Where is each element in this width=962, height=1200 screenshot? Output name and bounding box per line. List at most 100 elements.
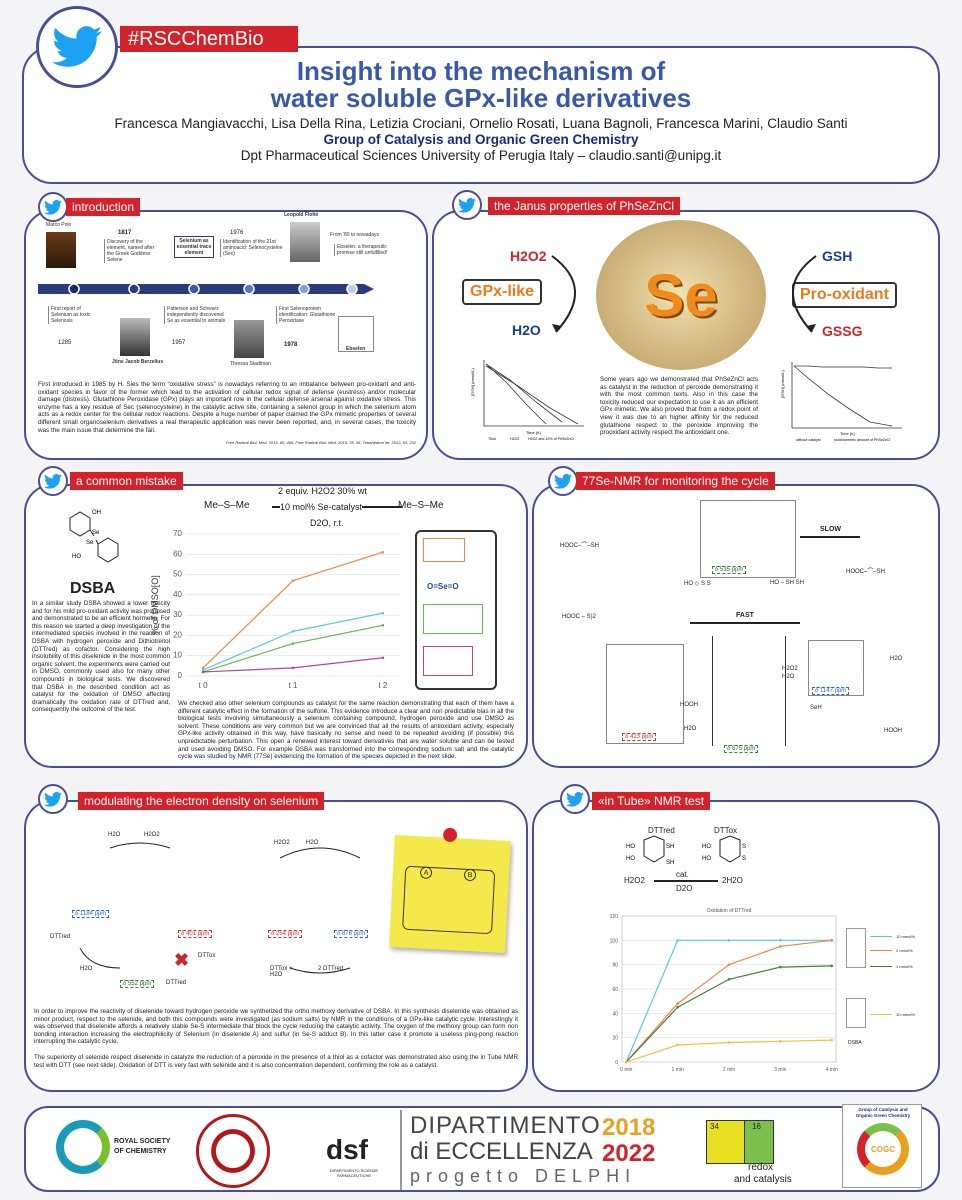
year-1285: 1285 <box>58 340 72 346</box>
label-a: A <box>419 866 433 880</box>
dipartimento-text: DIPARTIMENTO <box>410 1112 601 1139</box>
se-number: 34 <box>710 1122 719 1131</box>
data-point <box>830 1038 834 1042</box>
eccellenza-logo: DIPARTIMENTO di ECCELLENZA 2018 2022 pro… <box>400 1110 692 1190</box>
janus-h2o2: H2O2 <box>510 248 547 264</box>
janus-text: Some years ago we demonstrated that PhSe… <box>600 376 758 437</box>
intro-references: Free Radical Biol. Med. 2015, 80, 466; F… <box>226 440 416 445</box>
compound-structure <box>846 928 866 968</box>
data-point <box>676 1005 679 1009</box>
hooh-label: HOOH <box>680 702 698 708</box>
gsh-chart-right: [GSH] (mmol/L) Time (h) without catalyst… <box>780 362 902 442</box>
y-tick-label: 120 <box>610 914 619 920</box>
shift-1184: δ 1184 ppm <box>72 910 110 918</box>
cysteine-left: HOOC‒⌒‒SH <box>560 543 600 549</box>
condition-3: D2O, r.t. <box>310 518 344 528</box>
timeline-node <box>243 283 255 295</box>
dttred-label: DTTred <box>50 934 71 940</box>
section-tag-janus: the Janus properties of PhSeZnCl <box>488 197 681 215</box>
y-tick-label: 30 <box>173 610 182 619</box>
x-tick-label: t 0 <box>199 681 208 690</box>
ses-logo: 34 16 redox and catalysis <box>704 1116 794 1186</box>
dttox-label: DTTox <box>714 826 738 835</box>
tube-cat: cat. <box>676 870 689 879</box>
legend-swatch <box>870 1013 892 1016</box>
year-1976: 1976 <box>230 230 244 236</box>
data-point <box>291 666 295 670</box>
twitter-icon <box>548 466 578 496</box>
catalyst-swatch <box>423 604 483 634</box>
twitter-icon <box>38 192 68 222</box>
h2o-label: H2O <box>782 674 795 680</box>
dtt-ox-label: DTTox <box>198 953 216 959</box>
data-point <box>727 1041 731 1044</box>
h2o2-label: H2O2 <box>274 840 290 846</box>
cogc-ring-icon: COGC <box>857 1123 909 1175</box>
ebselen-label: Ebselen <box>346 346 366 352</box>
redox-text: redox <box>748 1162 774 1173</box>
data-point <box>676 939 679 942</box>
catalyst-legend-box: O=Se=O <box>415 530 497 690</box>
x-tick-label: t 2 <box>378 681 387 690</box>
tube-arrow <box>654 880 718 882</box>
data-point <box>291 579 295 582</box>
fast-label: FAST <box>736 612 754 619</box>
modulating-cycle-arrows <box>79 842 361 974</box>
modulating-text-2: The superiority of selenide respect dise… <box>34 1054 518 1069</box>
legend-item: 10 mmol% <box>870 1012 915 1017</box>
se-symbol: Se <box>644 261 718 329</box>
seleninic-bracket <box>712 636 786 746</box>
year-1957: 1957 <box>172 340 186 346</box>
h2o-label: H2O <box>108 832 121 838</box>
legend-text: H2O2 <box>510 437 519 441</box>
blocked-cross-icon: ✖ <box>174 950 190 970</box>
legend-swatch <box>870 935 892 938</box>
hashtag-banner[interactable]: #RSCChemBio <box>120 26 298 52</box>
legend-swatch <box>870 949 892 952</box>
title-line-2: water soluble GPx-like derivatives <box>270 83 692 113</box>
y-tick-label: 0 <box>615 1060 618 1066</box>
pin-icon <box>442 827 458 843</box>
selenol-label: SeH <box>810 705 822 711</box>
berzelius-label: Jöns Jacob Berzelius <box>112 359 164 365</box>
data-point <box>381 550 385 554</box>
section-tag-modulating: modulating the electron density on selen… <box>78 792 325 810</box>
data-point <box>624 1060 628 1064</box>
data-point <box>830 964 834 968</box>
condition-2: 10 mol% Se-catalyst <box>280 502 363 512</box>
data-point <box>727 939 731 942</box>
sticky-note: A B <box>389 827 511 953</box>
event-1978: First Selenoprotein identification: Glut… <box>276 306 338 324</box>
data-point <box>201 668 205 672</box>
y-tick-label: 80 <box>612 963 618 969</box>
legend-label: 2 mmol% <box>896 948 913 953</box>
legend-item: 10 mmol% <box>870 934 915 939</box>
affiliation: Dpt Pharmaceutical Sciences University o… <box>240 148 722 163</box>
rsc-text-2: OF CHEMISTRY <box>114 1148 167 1155</box>
y-tick-label: 40 <box>612 1011 618 1017</box>
y-tick-label: 60 <box>612 987 618 993</box>
series-line-3 <box>203 657 383 673</box>
svg-text:HO: HO <box>72 554 81 560</box>
label-b: B <box>463 868 477 882</box>
section-tag-mistake: a common mistake <box>70 472 183 490</box>
h2o-label: H2O <box>684 726 697 732</box>
data-point <box>381 656 385 660</box>
slow-label: SLOW <box>820 526 841 533</box>
dsba-label: DSBA <box>848 1040 862 1046</box>
x-tick-label: 4 min <box>826 1067 838 1073</box>
h2o-label: H2O <box>890 656 903 662</box>
fast-arrow <box>690 622 800 624</box>
dsba-structure: Se Se OH HO <box>69 510 119 563</box>
cogc-logo: Group of Catalysis and Organic Green Che… <box>842 1104 922 1188</box>
marco-polo-portrait <box>46 232 76 268</box>
event-1817: Discovery of the element, named after th… <box>104 239 162 263</box>
janus-h2o: H2O <box>512 322 541 338</box>
twitter-icon <box>452 190 482 220</box>
shift-552: δ 552 ppm <box>120 980 155 988</box>
timeline-node <box>128 283 140 295</box>
cysteine-right: HOOC‒⌒‒SH <box>846 569 886 575</box>
y-tick-label: 40 <box>173 590 182 599</box>
dmso-molecule: Me‒S‒Me <box>204 500 250 511</box>
